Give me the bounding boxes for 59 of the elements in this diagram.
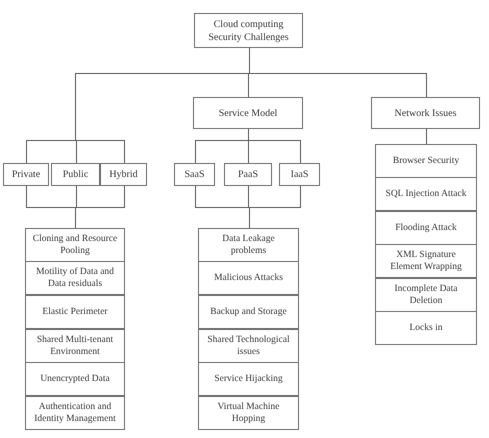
challenge-box [25, 228, 125, 262]
box-label: Flooding Attack [395, 222, 457, 234]
challenge-box [25, 362, 125, 396]
connector-line [195, 186, 301, 228]
box-label: Network Issues [394, 106, 456, 120]
box-label: Unencrypted Data [40, 372, 110, 386]
category-box [371, 97, 480, 129]
box-label: Malicious Attacks [214, 272, 283, 284]
box-label: Hybrid [109, 168, 138, 181]
box-label: Locks in [410, 322, 442, 334]
box-label: XML Signature Element Wrapping [389, 248, 463, 274]
box-label: Shared Multi-tenant Environment [36, 334, 114, 358]
challenge-box [198, 261, 299, 295]
challenge-box [375, 278, 477, 312]
box-label: Elastic Perimeter [42, 306, 108, 318]
challenge-box [198, 329, 299, 363]
box-label: Data Leakage problems [221, 232, 276, 258]
connector-line [426, 128, 427, 144]
challenge-box [375, 211, 477, 245]
challenge-box [375, 244, 477, 278]
box-label: Cloning and Resource Pooling [32, 232, 118, 258]
box-label: Service Model [218, 106, 278, 120]
box-label: Shared Technological issues [206, 334, 291, 358]
box-label: Public [62, 168, 88, 181]
root-box [194, 13, 303, 48]
challenge-box [198, 228, 299, 262]
model-box [174, 163, 215, 186]
box-label: SQL Injection Attack [386, 188, 466, 200]
box-label: IaaS [290, 168, 308, 181]
box-label: Private [12, 168, 40, 181]
challenge-box [198, 396, 299, 430]
challenge-box [375, 144, 477, 178]
challenge-box [25, 295, 125, 329]
box-label: Cloud computing Security Challenges [207, 18, 290, 44]
box-label: Virtual Machine Hopping [216, 400, 280, 426]
model-box [224, 163, 272, 186]
connector-line [195, 128, 301, 164]
model-box [3, 163, 49, 186]
challenge-box [198, 362, 299, 396]
challenge-box [25, 396, 125, 430]
model-box [100, 163, 147, 186]
model-box [51, 163, 100, 186]
challenge-box [25, 261, 125, 295]
box-label: SaaS [184, 168, 204, 181]
category-box [193, 97, 303, 129]
connector-line [26, 186, 125, 228]
challenge-box [198, 295, 299, 329]
box-label: Backup and Storage [210, 306, 287, 318]
box-label: PaaS [238, 168, 258, 181]
box-label: Authentication and Identity Management [33, 400, 117, 426]
challenge-box [375, 311, 477, 345]
box-label: Service Hijacking [214, 372, 283, 386]
box-label: Motility of Data and Data residuals [35, 266, 115, 290]
model-box [279, 163, 320, 186]
connector-line [26, 48, 427, 164]
box-label: Incomplete Data Deletion [393, 282, 459, 308]
box-label: Browser Security [392, 154, 460, 168]
challenge-box [25, 329, 125, 363]
challenge-box [375, 177, 477, 211]
